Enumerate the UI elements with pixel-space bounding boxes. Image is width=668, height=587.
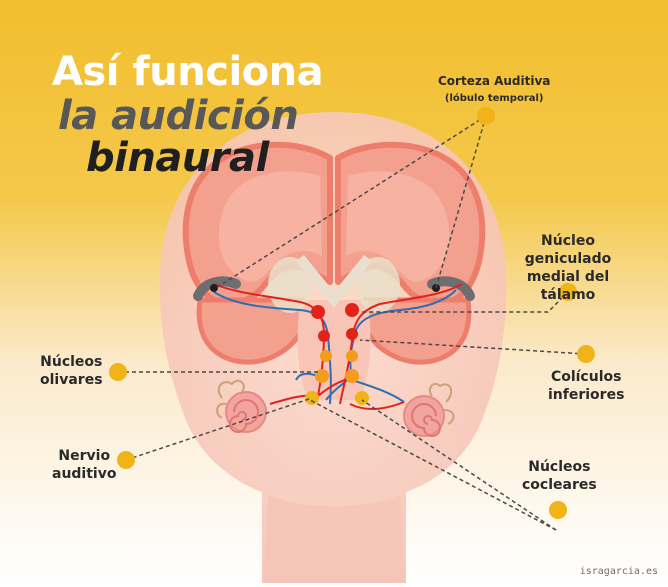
label-corteza-subtitle: (lóbulo temporal) xyxy=(444,93,544,104)
label-nucleo-line-2: geniculado xyxy=(524,251,612,267)
label-olivares-line-1: Núcleos xyxy=(40,354,103,370)
label-nucleo-line-1: Núcleo xyxy=(541,233,595,249)
label-corteza-auditiva: Corteza Auditiva (lóbulo temporal) xyxy=(438,72,550,108)
brain-cross-section xyxy=(182,141,486,400)
marker-olivares xyxy=(109,363,127,381)
label-coliculos-inferiores: Colículos inferiores xyxy=(548,368,624,404)
label-cocleares-line-1: Núcleos xyxy=(528,459,591,475)
label-nervio-auditivo: Nervio auditivo xyxy=(52,447,116,483)
label-nucleos-cocleares: Núcleos cocleares xyxy=(522,458,597,494)
title-line-3: binaural xyxy=(86,135,269,181)
label-coliculos-line-1: Colículos xyxy=(550,369,622,385)
ear-cochlea-left-icon xyxy=(216,379,267,433)
marker-coliculos xyxy=(577,345,595,363)
label-nucleo-geniculado: Núcleo geniculado medial del tálamo xyxy=(508,232,628,304)
label-nervio-line-2: auditivo xyxy=(52,466,117,482)
label-coliculos-line-2: inferiores xyxy=(548,387,625,403)
title-line-2: la audición xyxy=(58,93,299,139)
title-line-1: Así funciona xyxy=(52,49,324,95)
label-olivares-line-2: olivares xyxy=(40,372,103,388)
ear-cochlea-right-icon xyxy=(403,382,455,437)
marker-corteza xyxy=(477,107,495,125)
label-markers xyxy=(109,107,595,519)
label-nucleos-olivares: Núcleos olivares xyxy=(40,353,103,389)
leader-lines xyxy=(118,115,587,531)
marker-nervio xyxy=(117,451,135,469)
label-nucleo-line-3: medial del tálamo xyxy=(526,269,610,303)
label-nervio-line-1: Nervio xyxy=(58,448,111,464)
marker-cocleares xyxy=(549,501,567,519)
marker-nucleo-geniculado xyxy=(559,283,577,301)
credit-watermark: isragarcia.es xyxy=(579,566,658,577)
label-corteza-title: Corteza Auditiva xyxy=(438,74,551,88)
label-cocleares-line-2: cocleares xyxy=(522,477,597,493)
